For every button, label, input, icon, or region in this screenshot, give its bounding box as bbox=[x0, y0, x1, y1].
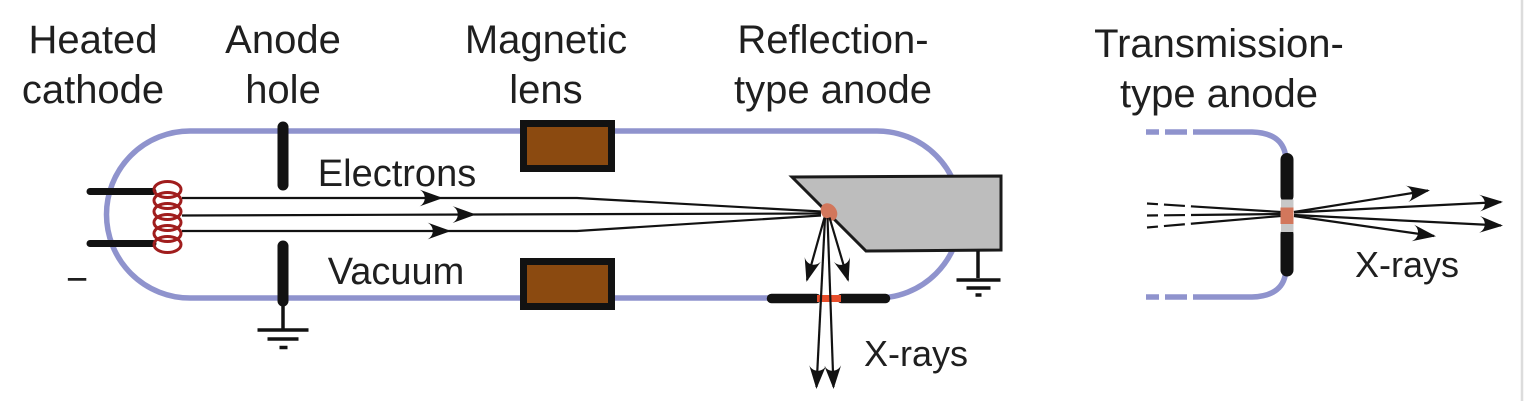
label-electrons: Electrons bbox=[318, 153, 476, 195]
label-transmission-anode-line1: Transmission- bbox=[1094, 22, 1344, 66]
label-anode-hole-line2: hole bbox=[245, 68, 321, 112]
coil-loop bbox=[152, 180, 183, 199]
label-heated-cathode-line2: cathode bbox=[22, 68, 164, 112]
electron-ray-mid bbox=[473, 212, 822, 216]
tube-wall-top-right bbox=[1146, 129, 1289, 161]
label-xrays-right: X-rays bbox=[1355, 244, 1459, 285]
xray-ray bbox=[828, 217, 850, 282]
cathode-filament-coil bbox=[152, 180, 183, 254]
reflection-anode-ground bbox=[956, 251, 1001, 297]
label-reflection-anode-line2: type anode bbox=[734, 68, 932, 112]
magnetic-lens-top bbox=[520, 120, 615, 172]
xray-ray bbox=[1293, 185, 1430, 214]
electron-ray-top bbox=[1146, 202, 1281, 214]
xray-ray bbox=[1293, 194, 1503, 214]
xray-ray bbox=[1293, 214, 1436, 242]
label-transmission-anode-line2: type anode bbox=[1120, 72, 1318, 116]
xray-beam-left bbox=[804, 217, 850, 389]
electron-ray-top bbox=[441, 196, 822, 213]
coil-loop bbox=[152, 235, 183, 254]
electron-beam bbox=[181, 189, 822, 240]
label-magnetic-lens-line2: lens bbox=[509, 68, 582, 112]
diagram-labels: Heated cathode Anode hole Magnetic lens … bbox=[22, 18, 1459, 374]
electron-ray-mid-lead bbox=[181, 206, 476, 223]
electron-beam-right bbox=[1146, 202, 1281, 229]
coil-loop bbox=[152, 213, 183, 232]
tube-wall-bottom-right bbox=[1146, 268, 1289, 300]
electron-ray-bottom bbox=[1146, 214, 1281, 229]
anode-hole-ground bbox=[257, 303, 309, 350]
label-magnetic-lens-line1: Magnetic bbox=[465, 18, 627, 62]
xray-ray bbox=[824, 217, 842, 389]
coil-loop bbox=[152, 202, 183, 221]
target-backing-top bbox=[1281, 199, 1294, 208]
label-reflection-anode-line1: Reflection- bbox=[737, 18, 928, 62]
magnetic-lens-bottom bbox=[520, 258, 615, 310]
coil-loop bbox=[152, 224, 183, 243]
label-anode-hole-line1: Anode bbox=[225, 18, 341, 62]
label-vacuum: Vacuum bbox=[328, 251, 465, 293]
reflection-anode-body bbox=[788, 174, 1003, 253]
electron-ray-mid bbox=[1146, 212, 1281, 217]
electron-ray-bottom bbox=[449, 214, 822, 233]
label-heated-cathode-line1: Heated bbox=[29, 18, 158, 62]
focal-spot bbox=[820, 203, 838, 221]
xray-ray bbox=[809, 217, 827, 389]
target-backing-bottom bbox=[1281, 223, 1294, 232]
coil-loop bbox=[152, 191, 183, 210]
cathode-minus-sign: − bbox=[66, 259, 88, 301]
label-xrays-left: X-rays bbox=[864, 333, 968, 374]
transmission-target bbox=[1280, 207, 1294, 224]
xray-ray bbox=[1293, 213, 1503, 233]
xray-ray bbox=[804, 217, 826, 282]
xray-beam-right bbox=[1293, 185, 1503, 242]
